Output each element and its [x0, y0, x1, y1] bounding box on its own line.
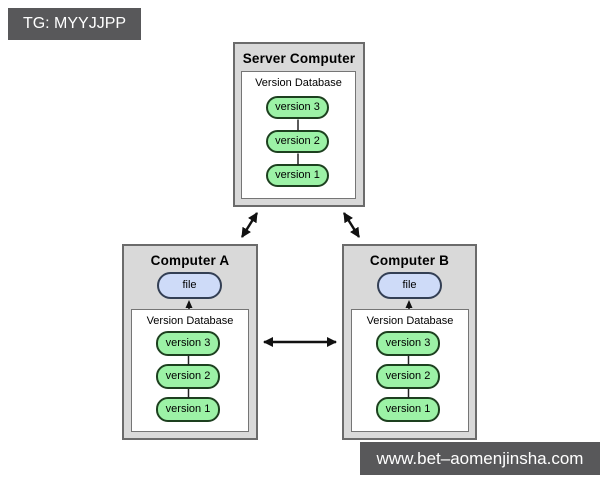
version-pill: version 1: [376, 397, 440, 422]
version-pill: version 1: [156, 397, 220, 422]
version-pill: version 2: [376, 364, 440, 389]
version-pill: version 1: [266, 164, 329, 187]
computer-b-box: Computer B file Version Database version…: [342, 244, 477, 440]
version-pill: version 3: [156, 331, 220, 356]
server-version-database-box: Version Database version 3 version 2 ver…: [241, 71, 356, 199]
sync-arrow-server-computer-a: [240, 212, 259, 238]
file-pill: file: [377, 272, 442, 299]
version-database-label: Version Database: [366, 315, 454, 327]
computer-b-title: Computer B: [369, 253, 450, 268]
version-pill: version 2: [266, 130, 329, 153]
version-pill: version 2: [156, 364, 220, 389]
computer-a-version-database-box: Version Database version 3 version 2 ver…: [131, 309, 249, 432]
version-database-label: Version Database: [255, 77, 342, 89]
version-pill: version 3: [266, 96, 329, 119]
sync-arrow-server-computer-b: [342, 212, 361, 238]
server-computer-box: Server Computer Version Database version…: [233, 42, 365, 207]
tg-watermark-badge: TG: MYYJJPP: [8, 8, 141, 40]
version-database-label: Version Database: [146, 315, 234, 327]
server-computer-title: Server Computer: [242, 51, 356, 66]
site-watermark-badge: www.bet–aomenjinsha.com: [360, 442, 600, 475]
computer-a-box: Computer A file Version Database version…: [122, 244, 258, 440]
file-pill: file: [157, 272, 222, 299]
computer-b-version-database-box: Version Database version 3 version 2 ver…: [351, 309, 469, 432]
version-pill: version 3: [376, 331, 440, 356]
computer-a-title: Computer A: [150, 253, 230, 268]
